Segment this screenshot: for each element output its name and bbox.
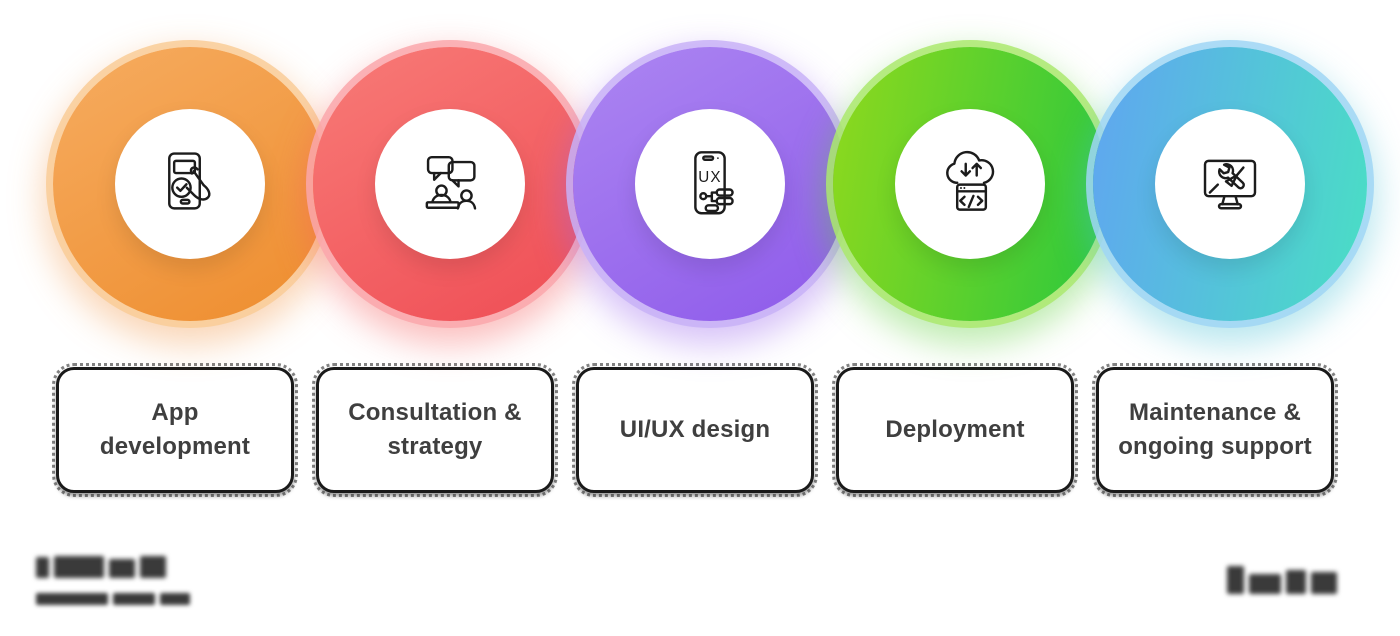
step-circle-maintenance-support [1093,47,1367,321]
step-label-text: Consultation & strategy [348,399,522,460]
step-circle-consultation-strategy [313,47,587,321]
step-label-consultation-strategy: Consultation & strategy [312,363,558,497]
step-label-deployment: Deployment [832,363,1078,497]
step-label-ui-ux-design: UI/UX design [572,363,818,497]
blurred-logo-wordmark [36,556,195,578]
step-label-text: Deployment [885,416,1025,443]
cloud-sync-code-icon [946,150,995,211]
svg-text:UX: UX [698,169,722,186]
monitor-wrench-icon [1203,159,1257,210]
step-icon-badge: UX [635,109,785,259]
step-label-app-development: App development [52,363,298,497]
phone-ux-wireframe-icon: UX [694,151,734,215]
step-circle-app-development [53,47,327,321]
step-label-maintenance-support: Maintenance & ongoing support [1092,363,1338,497]
step-icon-badge [115,109,265,259]
step-circle-ui-ux-design: UX [573,47,847,321]
blurred-logo-tagline [36,587,195,605]
step-icon-badge [1155,109,1305,259]
step-icon-badge [895,109,1045,259]
step-circle-deployment [833,47,1107,321]
people-conversation-icon [425,155,477,210]
step-label-text: App development [99,399,251,460]
blurred-logo-left [36,556,195,605]
phone-tap-check-icon [168,152,211,210]
blurred-logo-wordmark [1227,566,1342,596]
step-icon-badge [375,109,525,259]
step-label-text: UI/UX design [619,416,771,443]
blurred-logo-right [1227,566,1342,596]
step-label-text: Maintenance & ongoing support [1118,399,1312,460]
